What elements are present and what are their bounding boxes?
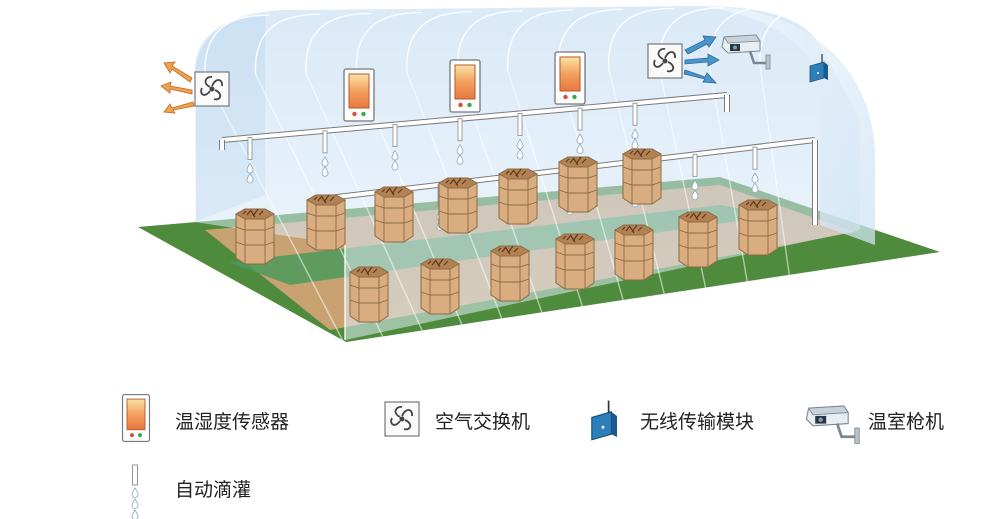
drip-emitter [246,137,254,184]
roof-rib [759,5,826,67]
drip-emitter [456,118,464,165]
greenhouse-camera [721,34,771,70]
plant-pot [235,208,275,265]
drip-emitter [751,146,759,194]
air-exchanger-right [647,35,720,84]
roof-rib [305,12,371,74]
greenhouse-front-wall [700,6,875,245]
wall-rib [759,65,797,326]
drip-emitter [691,153,699,201]
roof-rib [607,7,674,69]
plant-pot [614,224,654,281]
legend-fan: 空气交换机 [425,407,530,434]
plant-pot [555,233,595,290]
legend-sensor-icon [121,394,151,442]
plant-pot [678,211,718,268]
plant-pot [438,177,478,234]
legend-drip-icon [131,464,139,519]
legend-camera-icon [805,405,860,444]
wireless-module-device [809,54,828,83]
wall-rib [305,73,428,342]
legend-fan-label: 空气交换机 [435,411,531,433]
plant-pot [622,148,662,205]
plant-pot [374,186,414,243]
roof-rib [507,9,573,71]
air-exchanger-left [160,61,230,114]
legend-sensor-label: 温湿度传感器 [175,411,290,433]
plant-pot [558,156,598,213]
legend-fan-icon [384,401,420,437]
legend-drip: 自动滴灌 [165,475,251,502]
legend-camera-label: 温室枪机 [868,411,945,433]
wall-rib [708,66,756,327]
plant-pot [498,168,538,225]
drip-emitter [516,113,524,160]
roof-rib [406,11,472,72]
wall-rib [658,67,715,329]
wall-rib [204,74,346,346]
drip-emitter [391,124,399,171]
plant-pot [738,199,778,256]
drip-emitter [576,107,584,154]
plant-pot [306,194,346,251]
roof-rib [254,13,321,75]
legend-wireless: 无线传输模块 [630,407,754,434]
legend-wireless-icon [591,400,617,441]
drip-emitter [631,102,639,150]
legend-camera: 温室枪机 [858,407,944,434]
plant-pot [349,266,389,323]
plant-pot [490,245,530,302]
legend-wireless-label: 无线传输模块 [640,411,755,433]
legend-drip-label: 自动滴灌 [175,479,252,501]
roof-rib [355,11,422,73]
legend-sensor: 温湿度传感器 [165,407,289,434]
roof-rib [456,10,523,71]
drip-emitter [321,130,329,177]
plant-pot [420,258,460,315]
drip-pipe-back [219,92,730,150]
roof-rib [708,6,775,67]
roof-rib [204,14,271,76]
